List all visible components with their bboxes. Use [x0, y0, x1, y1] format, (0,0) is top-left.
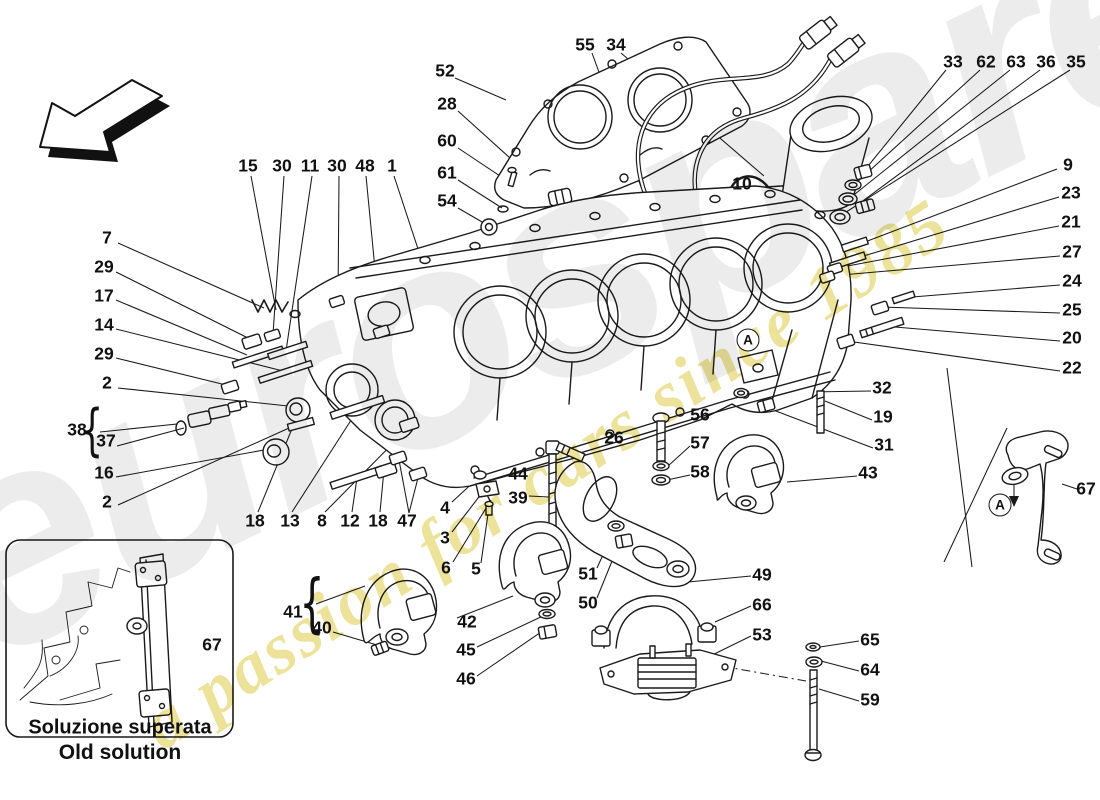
- connector-icon: [826, 33, 866, 68]
- callout-19: 19: [873, 406, 893, 427]
- callout-56: 56: [690, 404, 710, 425]
- check-valve-drawing: [187, 399, 248, 428]
- brace: {: [299, 567, 325, 641]
- callout-5: 5: [471, 558, 481, 579]
- callout-11: 11: [300, 155, 320, 176]
- callout-37: 37: [96, 430, 116, 451]
- callout-40: 40: [312, 617, 332, 638]
- callout-24: 24: [1062, 270, 1082, 291]
- callout-49: 49: [752, 564, 772, 585]
- bracket-67-drawing: [1001, 430, 1069, 565]
- callout-32: 32: [872, 377, 892, 398]
- callout-67: 67: [1076, 478, 1096, 499]
- callout-54: 54: [437, 190, 457, 211]
- callout-22: 22: [1062, 357, 1082, 378]
- callout-8: 8: [317, 510, 327, 531]
- direction-arrow-icon: [39, 79, 170, 162]
- callout-20: 20: [1062, 327, 1082, 348]
- mount-arm-drawing: [554, 460, 697, 588]
- callout-17: 17: [94, 285, 114, 306]
- callout-48: 48: [355, 155, 375, 176]
- callout-45: 45: [456, 639, 476, 660]
- callout-3: 3: [440, 527, 450, 548]
- inset-old-solution: [5, 539, 234, 738]
- callout-58: 58: [690, 461, 710, 482]
- centre-hardware-drawing: [473, 387, 825, 541]
- callout-62: 62: [976, 51, 996, 72]
- callout-38: 38: [67, 419, 87, 440]
- reference-marker-A: A: [988, 493, 1012, 517]
- callout-21: 21: [1061, 211, 1081, 232]
- callout-55: 55: [575, 34, 595, 55]
- callout-65: 65: [860, 629, 880, 650]
- callout-2: 2: [102, 372, 112, 393]
- callout-2: 2: [102, 491, 112, 512]
- cap-bracket-41-drawing: [360, 568, 438, 656]
- callout-66: 66: [752, 594, 772, 615]
- callout-53: 53: [752, 624, 772, 645]
- callout-18: 18: [245, 510, 265, 531]
- callout-61: 61: [437, 162, 457, 183]
- callout-29: 29: [94, 256, 114, 277]
- callout-63: 63: [1006, 51, 1026, 72]
- callout-13: 13: [280, 510, 300, 531]
- callout-35: 35: [1066, 51, 1086, 72]
- inset-caption-italian: Soluzione superata: [28, 716, 212, 739]
- right-fasteners-drawing: [819, 163, 916, 350]
- callout-59: 59: [860, 689, 880, 710]
- callout-28: 28: [437, 93, 457, 114]
- callout-26: 26: [604, 427, 624, 448]
- callout-12: 12: [340, 510, 360, 531]
- leader-lines: [87, 52, 1078, 702]
- callout-14: 14: [94, 314, 114, 335]
- callout-34: 34: [606, 34, 626, 55]
- callout-57: 57: [690, 432, 710, 453]
- callout-27: 27: [1062, 241, 1082, 262]
- callout-23: 23: [1061, 182, 1081, 203]
- cap-bracket-42-drawing: [498, 521, 572, 640]
- callout-47: 47: [397, 510, 417, 531]
- connector-icon: [798, 15, 838, 50]
- callout-7: 7: [102, 227, 112, 248]
- callout-29: 29: [94, 343, 114, 364]
- callout-30: 30: [272, 155, 292, 176]
- callout-10: 10: [732, 173, 752, 194]
- callout-16: 16: [94, 462, 114, 483]
- callout-42: 42: [457, 611, 477, 632]
- callout-67: 67: [202, 634, 222, 655]
- callout-30: 30: [327, 155, 347, 176]
- crankcase-drawing: [297, 166, 852, 489]
- callout-1: 1: [387, 155, 397, 176]
- callout-9: 9: [1063, 154, 1073, 175]
- callout-36: 36: [1036, 51, 1056, 72]
- bolt-59-drawing: [804, 642, 823, 762]
- callout-60: 60: [437, 130, 457, 151]
- callout-18: 18: [368, 510, 388, 531]
- callout-25: 25: [1062, 299, 1082, 320]
- callout-50: 50: [578, 592, 598, 613]
- reference-marker-A: A: [736, 328, 760, 352]
- inset-caption-english: Old solution: [58, 741, 182, 764]
- callout-51: 51: [578, 563, 598, 584]
- cap-bracket-43-drawing: [713, 434, 785, 515]
- callout-44: 44: [508, 463, 528, 484]
- callout-52: 52: [435, 60, 455, 81]
- engine-mount-drawing: [591, 595, 737, 701]
- callout-31: 31: [874, 434, 894, 455]
- brace: {: [80, 398, 104, 463]
- callout-39: 39: [508, 487, 528, 508]
- callout-64: 64: [860, 659, 880, 680]
- left-fasteners-drawing: [175, 294, 428, 490]
- callout-46: 46: [456, 668, 476, 689]
- callout-6: 6: [441, 557, 451, 578]
- callout-43: 43: [858, 462, 878, 483]
- callout-33: 33: [943, 51, 963, 72]
- callout-15: 15: [238, 155, 258, 176]
- callout-4: 4: [440, 497, 450, 518]
- callout-41: 41: [283, 601, 303, 622]
